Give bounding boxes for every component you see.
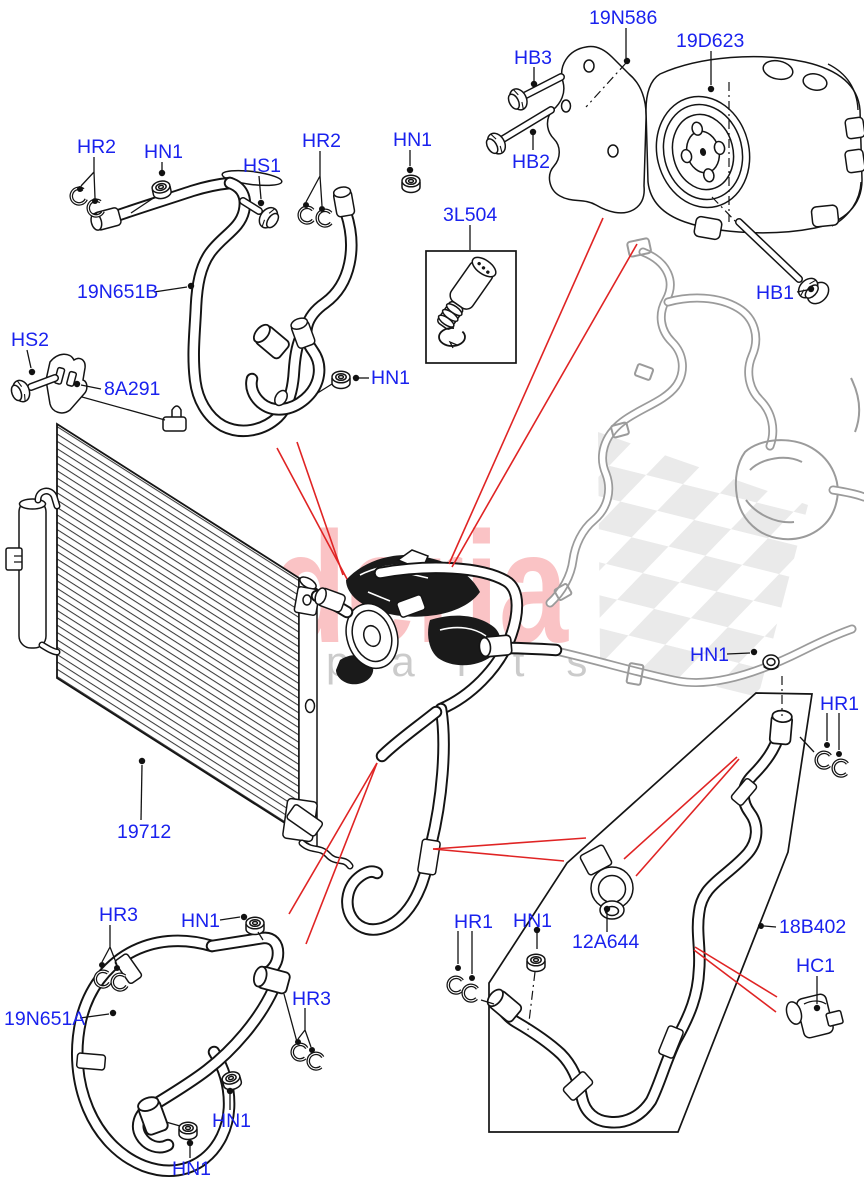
sensor-3L504-box: [425, 250, 517, 364]
o-ring-HR3-3: [288, 1040, 311, 1064]
part-label-HB1: HB1: [756, 282, 794, 304]
compressor-installed-drawing: [310, 549, 563, 936]
part-label-19N586: 19N586: [589, 7, 657, 29]
part-label-HS1: HS1: [243, 155, 281, 177]
grommet-HN1-d: [762, 654, 780, 671]
nut-HN1-f: [245, 916, 265, 936]
o-ring-HR1-4: [460, 982, 481, 1004]
part-label-12A644: 12A644: [572, 931, 639, 953]
part-label-HR1-b: HR1: [454, 911, 493, 933]
part-label-HB3: HB3: [514, 47, 552, 69]
part-labels: 19N586 HB3 19D623 HB2 HB1 3L504 HR2 HN1 …: [4, 7, 859, 1180]
part-label-3L504: 3L504: [443, 204, 497, 226]
part-label-HN1-h: HN1: [172, 1158, 211, 1180]
part-label-HN1-g: HN1: [212, 1110, 251, 1132]
bolt-HS2: [7, 377, 34, 406]
bolt-HB3: [504, 85, 532, 115]
part-label-HC1: HC1: [796, 955, 835, 977]
compressor-bracket-19N586: [546, 45, 647, 214]
clutch-pulley: [655, 95, 751, 209]
part-label-HR3-a: HR3: [99, 904, 138, 926]
part-label-HR2-a: HR2: [77, 136, 116, 158]
nut-HN1-h: [178, 1121, 198, 1141]
part-label-19N651A: 19N651A: [4, 1008, 85, 1030]
nut-HN1-b: [401, 174, 421, 194]
leader-lines: [26, 28, 842, 1158]
part-label-HB2: HB2: [512, 151, 550, 173]
pulley-installed: [345, 602, 399, 670]
receiver-drier: [18, 499, 47, 649]
part-label-HR1-a: HR1: [820, 693, 859, 715]
o-ring-HR1-1: [813, 749, 834, 771]
nut-HN1-e: [526, 953, 546, 973]
red-reference-lines: [276, 217, 778, 1013]
part-label-HN1-f: HN1: [181, 910, 220, 932]
clamp-HR2-4: [314, 207, 334, 229]
part-label-8A291: 8A291: [104, 378, 160, 400]
sensor-HC1: [785, 993, 844, 1039]
part-label-HN1-b: HN1: [393, 129, 432, 151]
part-label-18B402: 18B402: [779, 916, 846, 938]
o-ring-HR3-4: [304, 1049, 327, 1073]
o-ring-HR1-2: [830, 757, 851, 779]
part-label-HN1-e: HN1: [513, 910, 552, 932]
condenser-drawing: [5, 353, 354, 870]
part-label-HN1-a: HN1: [144, 141, 183, 163]
part-label-19N651B: 19N651B: [77, 281, 158, 303]
hose-19N651B-drawing: [68, 169, 421, 438]
clamp-HR2-3: [296, 204, 316, 226]
part-label-HS2: HS2: [11, 329, 49, 351]
nut-HN1-c: [331, 370, 351, 390]
part-label-19D623: 19D623: [676, 30, 744, 52]
part-label-HN1-d: HN1: [690, 644, 729, 666]
compressor-drawing: [481, 45, 864, 305]
hose-19N651A-drawing: [71, 916, 327, 1177]
section-outline-box: [488, 692, 813, 1133]
pressure-switch-12A644: [579, 844, 634, 920]
part-label-19712: 19712: [117, 821, 171, 843]
hose-18B402-drawing: [445, 654, 851, 1129]
part-label-HR3-b: HR3: [292, 988, 331, 1010]
o-ring-HR1-3: [445, 974, 466, 996]
checkered-flag-watermark: [598, 432, 808, 697]
part-label-HR2-b: HR2: [302, 130, 341, 152]
part-label-HN1-c: HN1: [371, 367, 410, 389]
engine-connection-gray-drawing: [545, 237, 864, 688]
